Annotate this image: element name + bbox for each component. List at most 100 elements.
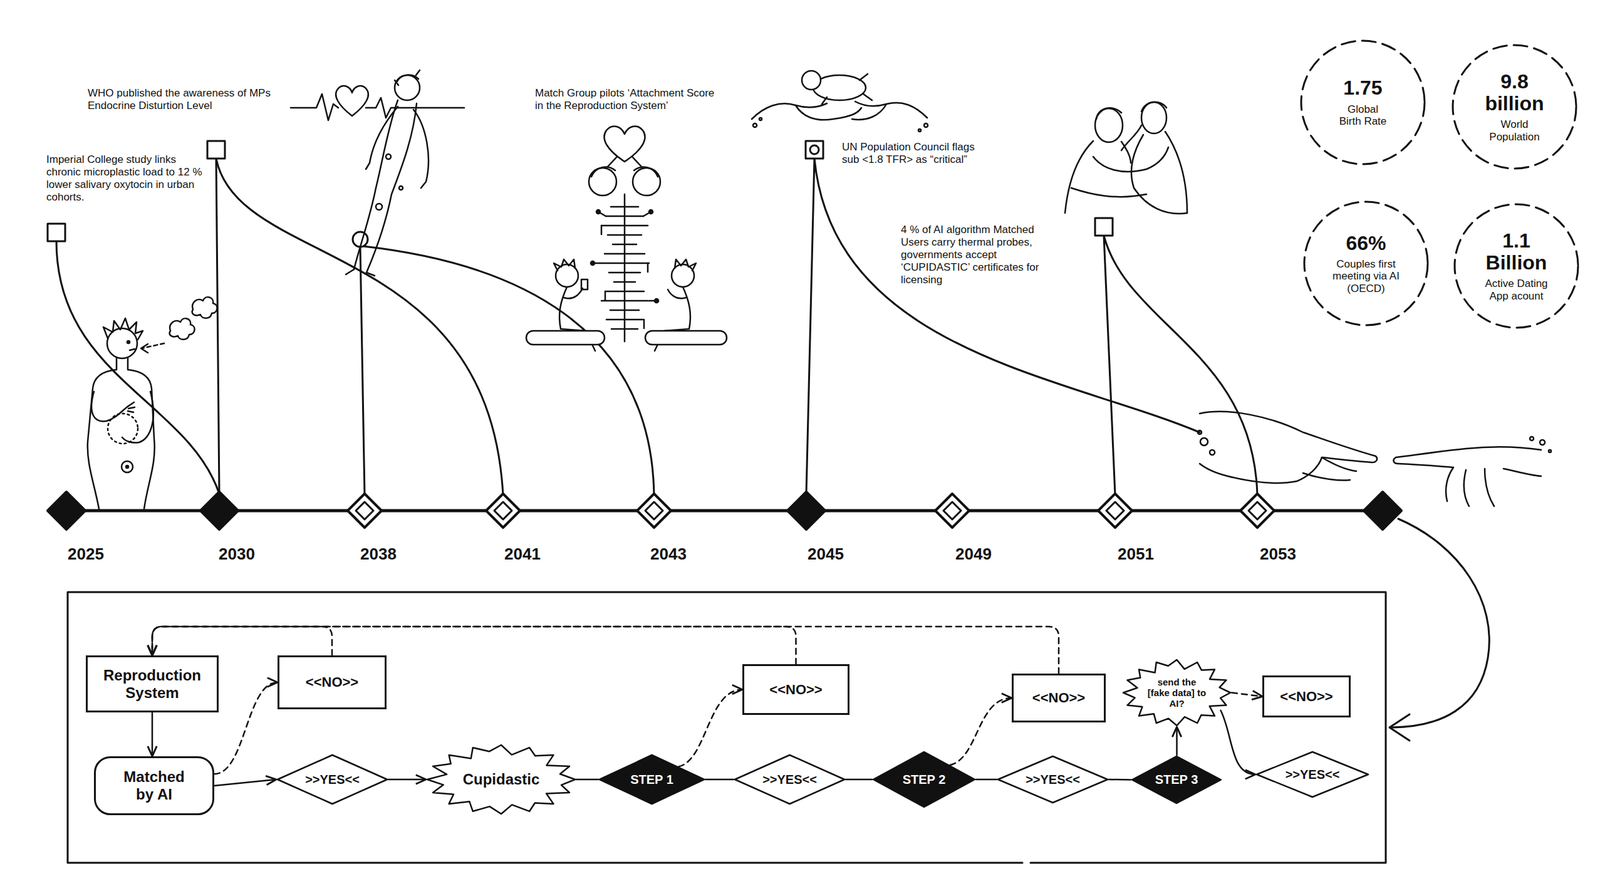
text-group: 66%Couples first meeting via AI (OECD) xyxy=(1331,232,1401,296)
timeline-diamond xyxy=(200,491,239,530)
attachment-illustration xyxy=(553,259,576,271)
text-group: STEP 2 xyxy=(901,772,948,787)
yes-diamond: >>YES<< xyxy=(733,753,846,806)
flow-connector xyxy=(1108,778,1131,781)
timeline-diamond xyxy=(1363,491,1402,530)
leader-curve xyxy=(56,241,220,494)
stat-caption: Couples first meeting via AI (OECD) xyxy=(1331,258,1401,296)
yes-diamond-outline xyxy=(734,754,845,804)
hands-holding-baby xyxy=(851,101,928,120)
stat-circle: 1.1 BillionActive Dating App acount xyxy=(1452,202,1580,330)
stat-circle: 1.75Global Birth Rate xyxy=(1299,38,1427,167)
node-text: Reproduction System xyxy=(102,666,203,702)
reaching-hands xyxy=(1197,411,1552,507)
attachment-illustration xyxy=(526,125,727,351)
starburst-outline xyxy=(427,744,576,814)
hands-holding-baby xyxy=(821,73,873,104)
attachment-illustration xyxy=(654,298,659,303)
yes-diamond: >>YES<< xyxy=(1255,750,1370,799)
leader-curve xyxy=(56,158,1258,495)
flow-connector xyxy=(845,778,873,781)
stat-number: 1.1 Billion xyxy=(1484,229,1549,274)
year-label: 2041 xyxy=(503,543,542,565)
timeline-diamond xyxy=(347,493,382,528)
no-box: <<NO>> xyxy=(1262,675,1351,718)
stat-caption: Global Birth Rate xyxy=(1338,103,1389,128)
attachment-illustration xyxy=(526,330,605,345)
timeline-diamond xyxy=(1106,501,1124,520)
node-text: <<NO>> xyxy=(768,681,824,698)
stat-circle-outline xyxy=(1301,40,1425,165)
node-text: Matched by AI xyxy=(122,768,187,803)
heartbeat-line xyxy=(290,93,339,121)
event-note: Imperial College study links chronic mic… xyxy=(45,152,205,205)
event-marker xyxy=(207,140,225,159)
leader-curve xyxy=(363,246,655,495)
step-diamond: STEP 1 xyxy=(598,753,706,806)
step-diamond-outline xyxy=(599,754,705,804)
yes-diamond-outline xyxy=(997,756,1108,803)
stat-number: 1.75 xyxy=(1341,77,1384,99)
timeline-axis xyxy=(66,509,1383,513)
text-group: 9.8 billionWorld Population xyxy=(1483,70,1546,143)
person-figure xyxy=(127,358,155,509)
person-figure xyxy=(127,402,135,413)
attachment-illustration xyxy=(600,206,650,329)
stat-number: 9.8 billion xyxy=(1483,70,1546,115)
embracing-couple xyxy=(1131,134,1188,214)
link-arrow xyxy=(1389,714,1410,741)
flow-panel xyxy=(67,592,1386,863)
timeline-diamond xyxy=(935,493,970,528)
floating-figure xyxy=(399,186,403,190)
attachment-illustration xyxy=(581,279,588,290)
timeline-diamond xyxy=(47,491,86,530)
embracing-couple xyxy=(1165,131,1188,213)
timeline-diamond xyxy=(787,491,826,530)
attachment-illustration xyxy=(563,288,583,299)
stat-caption: Active Dating App acount xyxy=(1483,277,1550,302)
flow-connector xyxy=(705,778,734,781)
timeline-diamond xyxy=(47,491,1402,530)
timeline-diamond xyxy=(943,501,962,520)
timeline-axis xyxy=(66,509,1383,512)
stat-circle: 9.8 billionWorld Population xyxy=(1450,43,1579,171)
embracing-couple xyxy=(1093,147,1169,172)
text-group: STEP 3 xyxy=(1153,772,1200,787)
text-group: Cupidastic xyxy=(461,770,542,789)
flow-connector xyxy=(214,779,277,786)
flow-connector xyxy=(1175,726,1178,755)
reaching-hands xyxy=(1548,449,1552,453)
year-label: 2038 xyxy=(358,543,398,565)
reaching-hands xyxy=(1197,430,1202,435)
hands-holding-baby xyxy=(924,123,928,128)
flow-connector xyxy=(576,778,599,781)
event-marker xyxy=(1095,218,1113,236)
node-text: Cupidastic xyxy=(461,770,542,789)
step-diamond: STEP 2 xyxy=(872,750,977,809)
node-text: <<NO>> xyxy=(1278,688,1335,705)
link-arrow xyxy=(1392,518,1490,728)
timeline-diamond xyxy=(645,501,663,520)
dashed-connector xyxy=(678,689,743,767)
floating-figure xyxy=(394,70,420,86)
timeline-diamond xyxy=(494,501,512,520)
no-box: <<NO>> xyxy=(277,655,387,710)
text-group: >>YES<< xyxy=(303,772,361,787)
embracing-couple xyxy=(1121,125,1142,151)
person-figure xyxy=(192,296,218,319)
person-figure xyxy=(140,343,148,353)
person-figure xyxy=(107,413,138,444)
hands-holding-baby xyxy=(801,70,821,90)
starburst-outline xyxy=(1123,659,1231,726)
no-box: <<NO>> xyxy=(1011,673,1106,723)
hands-holding-baby xyxy=(759,117,762,121)
floating-figure xyxy=(345,70,429,276)
year-label: 2043 xyxy=(649,543,688,565)
event-marker xyxy=(47,223,66,242)
person-figure xyxy=(87,358,117,509)
year-label: 2045 xyxy=(806,543,846,565)
yes-diamond-outline xyxy=(277,754,388,804)
attachment-illustration xyxy=(607,156,642,167)
timeline-diamond xyxy=(637,493,671,528)
dashed-connector xyxy=(950,697,1013,765)
